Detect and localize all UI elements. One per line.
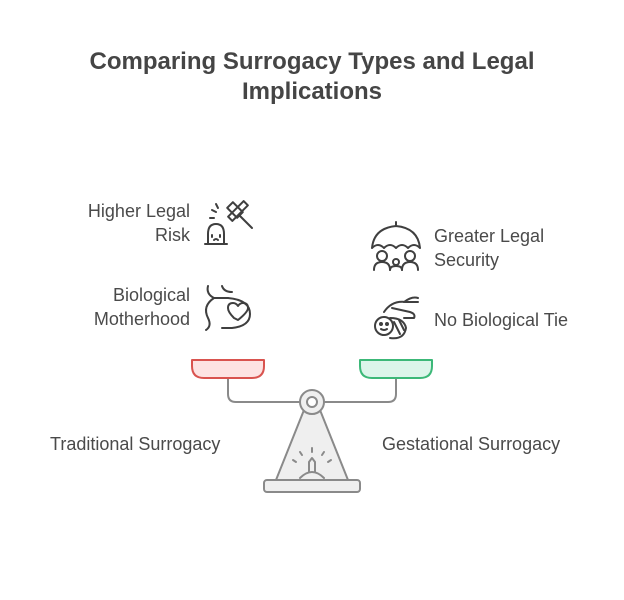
traditional-surrogacy-label: Traditional Surrogacy <box>50 434 221 454</box>
label-line: Higher Legal <box>87 201 190 221</box>
greater-legal-security-label: Greater Legal Security <box>434 224 544 272</box>
higher-legal-risk-label: Higher Legal Risk <box>88 199 190 247</box>
biological-motherhood-label: Biological Motherhood <box>94 283 190 331</box>
no-biological-tie-label: No Biological Tie <box>434 310 569 330</box>
scale-base <box>263 479 361 493</box>
scale-stand <box>275 409 349 481</box>
label-line: Risk <box>155 225 190 245</box>
label-line: Biological <box>112 285 190 305</box>
right-scale-pan <box>359 359 433 379</box>
gestational-surrogacy-label: Gestational Surrogacy <box>382 434 561 454</box>
scale-beam <box>323 377 397 403</box>
hand-baby-icon <box>374 296 419 340</box>
left-scale-pan <box>191 359 265 379</box>
label-line: Security <box>434 250 500 270</box>
label-line: Motherhood <box>93 309 190 329</box>
gavel-grave-icon <box>204 200 253 245</box>
umbrella-family-icon <box>371 221 421 271</box>
page-title: Comparing Surrogacy Types and Legal Impl… <box>89 48 535 105</box>
scale-beam <box>227 377 301 403</box>
label-line: Greater Legal <box>434 226 545 246</box>
pregnant-heart-icon <box>205 285 251 331</box>
